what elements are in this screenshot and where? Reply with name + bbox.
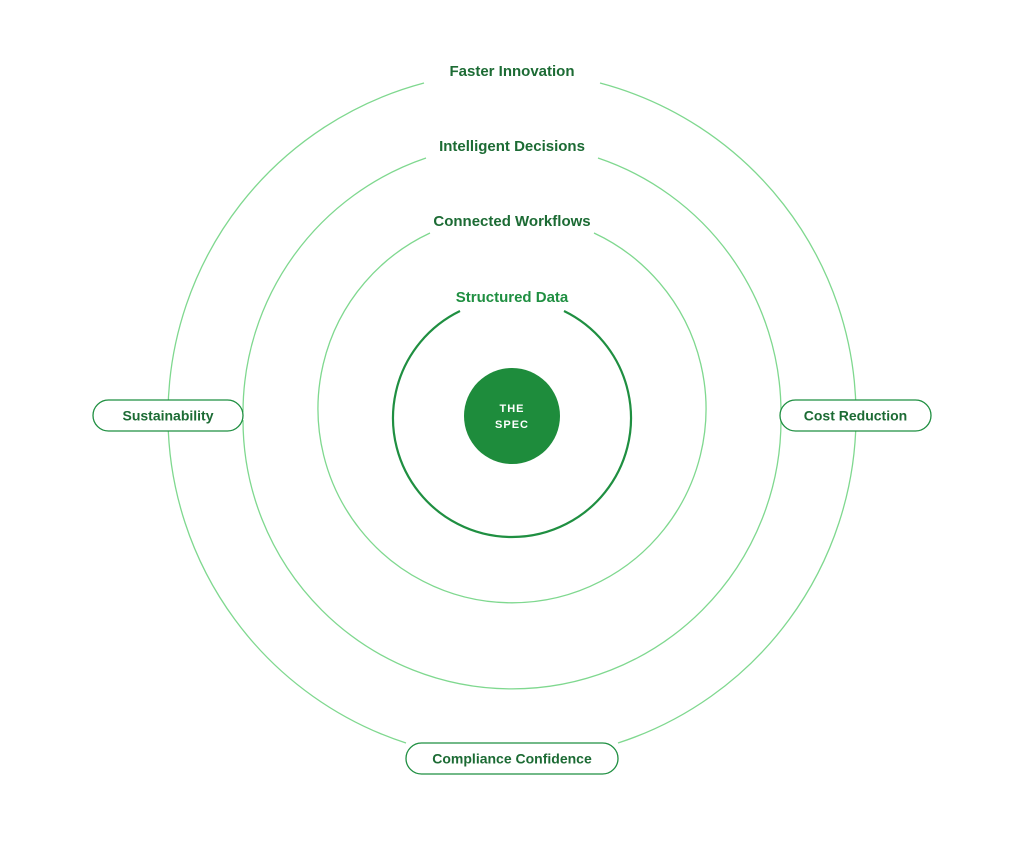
ring-connected-workflows: [317, 232, 707, 604]
ring-label-structured-data: Structured Data: [456, 289, 569, 306]
outcome-pill-sustainability: Sustainability: [92, 399, 244, 432]
outcome-label-compliance-confidence: Compliance Confidence: [432, 751, 592, 767]
ring-structured-data: [391, 310, 633, 539]
outcome-pill-cost-reduction: Cost Reduction: [779, 399, 932, 432]
core-circle: [464, 368, 560, 464]
ring-intelligent-decisions: [242, 157, 782, 690]
core-label-line1: THE: [500, 403, 525, 415]
outcome-label-cost-reduction: Cost Reduction: [804, 408, 907, 424]
core-node: THE SPEC: [464, 368, 560, 464]
ring-label-intelligent-decisions: Intelligent Decisions: [439, 138, 585, 155]
ring-label-faster-innovation: Faster Innovation: [449, 63, 574, 80]
outcome-pill-compliance-confidence: Compliance Confidence: [405, 742, 619, 775]
ring-label-connected-workflows: Connected Workflows: [433, 213, 590, 230]
ring-faster-innovation: [167, 82, 857, 744]
outcome-label-sustainability: Sustainability: [122, 408, 213, 424]
core-label-line2: SPEC: [495, 419, 529, 431]
